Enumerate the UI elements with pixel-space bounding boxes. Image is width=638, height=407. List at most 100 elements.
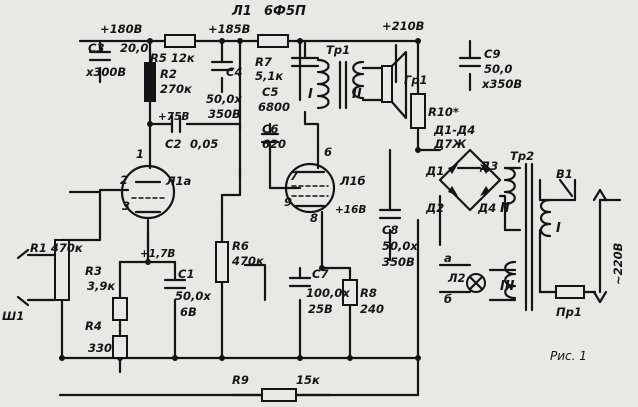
label-r2: R2 (160, 67, 177, 81)
label-c9-val1: 50,0 (484, 62, 512, 76)
label-r6: R6 (232, 239, 249, 253)
label-r9-val: 15к (296, 373, 321, 387)
diode-bridge (438, 148, 502, 212)
tube-l1 (120, 162, 336, 220)
label-d1: Д1 (425, 164, 444, 178)
label-c9: C9 (484, 47, 500, 61)
transformer-tr1 (316, 58, 365, 110)
resistor-r5 (164, 34, 196, 48)
label-tr2-w2: II (500, 201, 510, 216)
label-r1: R1 470к (30, 241, 84, 255)
label-d4: Д4 (477, 201, 496, 215)
label-c3-val2: х300В (85, 65, 126, 79)
resistor-r1 (54, 239, 70, 301)
label-lamp: Л2 (447, 271, 466, 285)
resistor-r2 (144, 62, 156, 102)
fuse-pr1 (555, 285, 585, 299)
label-r2-val: 270к (160, 82, 193, 96)
label-tube: Л1 (231, 4, 252, 19)
resistor-r6 (215, 241, 229, 283)
label-c3-val1: 20,0 (120, 41, 148, 55)
label-c8: C8 (382, 223, 398, 237)
resistor-symbols (54, 34, 426, 402)
lamp-l2 (466, 273, 486, 293)
resistor-r4 (112, 335, 128, 359)
label-c5: C5 (262, 85, 278, 99)
label-pin-1: 1 (136, 147, 144, 161)
junction-dots (59, 38, 421, 361)
label-c9-val2: х350В (481, 77, 522, 91)
label-r9: R9 (232, 373, 249, 387)
label-tube-type: 6Ф5П (264, 4, 306, 19)
label-r4: R4 (85, 319, 102, 333)
label-210v: +210В (382, 19, 425, 33)
speaker-gr1 (381, 50, 408, 120)
label-c4-val1: 50,0х (206, 92, 242, 106)
resistor-r7 (257, 34, 289, 48)
label-c1: C1 (178, 267, 194, 281)
resistor-r8 (342, 279, 358, 306)
label-d3: Д3 (479, 159, 498, 173)
label-d2: Д2 (425, 201, 444, 215)
label-185v: +185В (208, 22, 251, 36)
label-r6-val: 470к (231, 254, 265, 268)
label-tr1-w1: I (308, 87, 313, 102)
label-tr1: Тр1 (326, 43, 350, 57)
label-c7-val1: 100,0х (306, 286, 350, 300)
label-triode: Л1а (165, 174, 192, 188)
label-75v: +75В (158, 111, 189, 123)
label-c8-val2: 350В (382, 255, 415, 269)
label-fuse: Пр1 (556, 305, 582, 319)
label-180v: +180В (100, 22, 143, 36)
label-pin-9: 9 (284, 195, 292, 209)
label-c5-val: 6800 (258, 100, 290, 114)
label-c6-val: 620 (262, 137, 286, 151)
label-c7: C7 (312, 267, 328, 281)
resistor-r3 (112, 297, 128, 321)
label-speaker: Гр1 (404, 73, 428, 87)
label-pin-3: 3 (122, 199, 130, 213)
label-tr2-w1: I (556, 221, 561, 236)
label-connector: Ш1 (2, 309, 24, 323)
label-r8: R8 (360, 286, 377, 300)
resistor-r9 (261, 388, 297, 402)
label-diode-type: Д7Ж (433, 137, 467, 151)
label-mains: ~220В (611, 242, 625, 285)
resistor-r10 (410, 93, 426, 129)
label-c7-val2: 25В (308, 302, 333, 316)
label-r3: R3 (85, 264, 102, 278)
label-node-b: б (444, 292, 452, 306)
label-pin-7: 7 (290, 169, 298, 183)
label-pin-2: 2 (120, 173, 128, 187)
label-c4: C4 (226, 65, 242, 79)
label-r5: R5 12к (150, 51, 196, 65)
label-16v: +16В (335, 204, 366, 216)
label-node-a: а (444, 251, 452, 265)
label-tr1-w2: II (352, 87, 362, 102)
label-r3-val: 3,9к (87, 279, 116, 293)
label-diode-group: Д1-Д4 (433, 123, 475, 137)
label-pentode: Л1б (339, 174, 366, 188)
label-c2-val: 0,05 (190, 137, 218, 151)
capacitor-symbols (88, 50, 482, 290)
label-switch: В1 (556, 167, 573, 181)
label-pin-8: 8 (310, 211, 318, 225)
transformer-tr2 (503, 162, 552, 312)
mains-arrows (592, 188, 608, 304)
labels: +180В +185В +210В +75В +1,7В +16В Л1 6Ф5… (2, 4, 625, 387)
label-tr2-w3: III (500, 279, 515, 294)
wires (26, 39, 622, 397)
label-c2: C2 (165, 137, 181, 151)
figure-caption: Рис. 1 (550, 349, 587, 363)
label-r8-val: 240 (360, 302, 384, 316)
label-c1-val1: 50,0х (175, 289, 211, 303)
label-r7-val: 5,1к (255, 69, 284, 83)
label-c4-val2: 350В (208, 107, 241, 121)
label-tr2: Тр2 (510, 149, 534, 163)
label-pin-6: 6 (324, 145, 332, 159)
label-r4-val: 330 (88, 341, 112, 355)
label-r10: R10* (428, 105, 459, 119)
label-c6: C6 (262, 122, 278, 136)
label-c1-val2: 6В (180, 305, 197, 319)
